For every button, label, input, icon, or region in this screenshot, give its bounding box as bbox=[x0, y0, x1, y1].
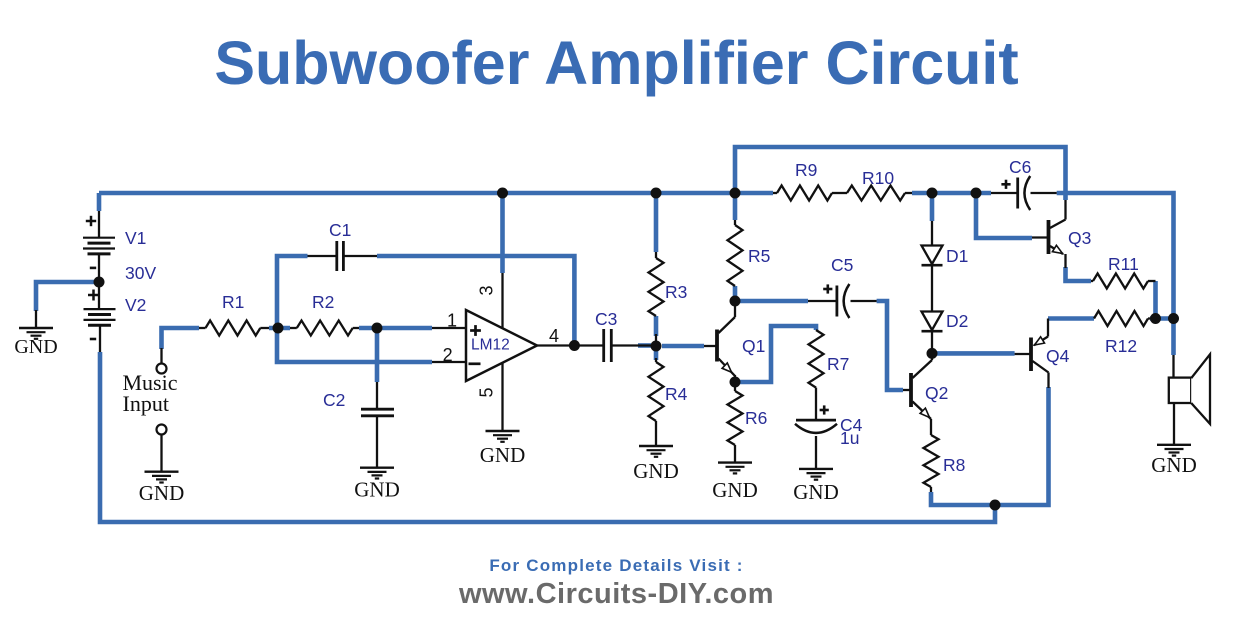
svg-text:Q2: Q2 bbox=[925, 383, 948, 403]
svg-text:R10: R10 bbox=[862, 168, 894, 188]
svg-text:GND: GND bbox=[712, 478, 758, 502]
svg-text:C1: C1 bbox=[329, 220, 351, 240]
svg-text:30V: 30V bbox=[125, 263, 156, 283]
svg-text:R3: R3 bbox=[665, 282, 687, 302]
svg-text:3: 3 bbox=[477, 285, 497, 295]
svg-text:R7: R7 bbox=[827, 354, 849, 374]
svg-text:5: 5 bbox=[477, 387, 497, 397]
svg-text:D1: D1 bbox=[946, 246, 968, 266]
svg-text:R5: R5 bbox=[748, 246, 770, 266]
svg-text:4: 4 bbox=[549, 326, 559, 346]
svg-text:C5: C5 bbox=[831, 255, 853, 275]
svg-text:GND: GND bbox=[139, 481, 185, 505]
svg-text:GND: GND bbox=[793, 480, 839, 504]
svg-text:R9: R9 bbox=[795, 160, 817, 180]
svg-text:GND: GND bbox=[633, 459, 679, 483]
svg-text:1: 1 bbox=[447, 311, 457, 331]
svg-text:2: 2 bbox=[443, 345, 453, 365]
svg-text:R12: R12 bbox=[1105, 336, 1137, 356]
svg-text:GND: GND bbox=[480, 443, 526, 467]
svg-text:V1: V1 bbox=[125, 228, 146, 248]
svg-text:V2: V2 bbox=[125, 295, 146, 315]
svg-text:R6: R6 bbox=[745, 408, 767, 428]
svg-text:C3: C3 bbox=[595, 309, 617, 329]
svg-text:D2: D2 bbox=[946, 311, 968, 331]
svg-text:Q1: Q1 bbox=[742, 336, 765, 356]
svg-text:C6: C6 bbox=[1009, 157, 1031, 177]
svg-text:Q3: Q3 bbox=[1068, 228, 1091, 248]
svg-text:LM12: LM12 bbox=[471, 337, 510, 354]
svg-text:R1: R1 bbox=[222, 292, 244, 312]
svg-text:GND: GND bbox=[1151, 453, 1197, 477]
svg-text:C2: C2 bbox=[323, 390, 345, 410]
svg-text:R4: R4 bbox=[665, 384, 688, 404]
svg-text:Q4: Q4 bbox=[1046, 346, 1070, 366]
svg-text:GND: GND bbox=[14, 336, 57, 358]
svg-text:GND: GND bbox=[354, 478, 400, 502]
svg-text:R11: R11 bbox=[1108, 254, 1139, 274]
svg-text:R8: R8 bbox=[943, 455, 965, 475]
svg-text:1u: 1u bbox=[840, 428, 859, 448]
svg-text:Music: Music bbox=[123, 370, 178, 395]
svg-text:R2: R2 bbox=[312, 292, 334, 312]
svg-text:Input: Input bbox=[123, 391, 169, 416]
svg-text:C4: C4 bbox=[840, 415, 863, 435]
